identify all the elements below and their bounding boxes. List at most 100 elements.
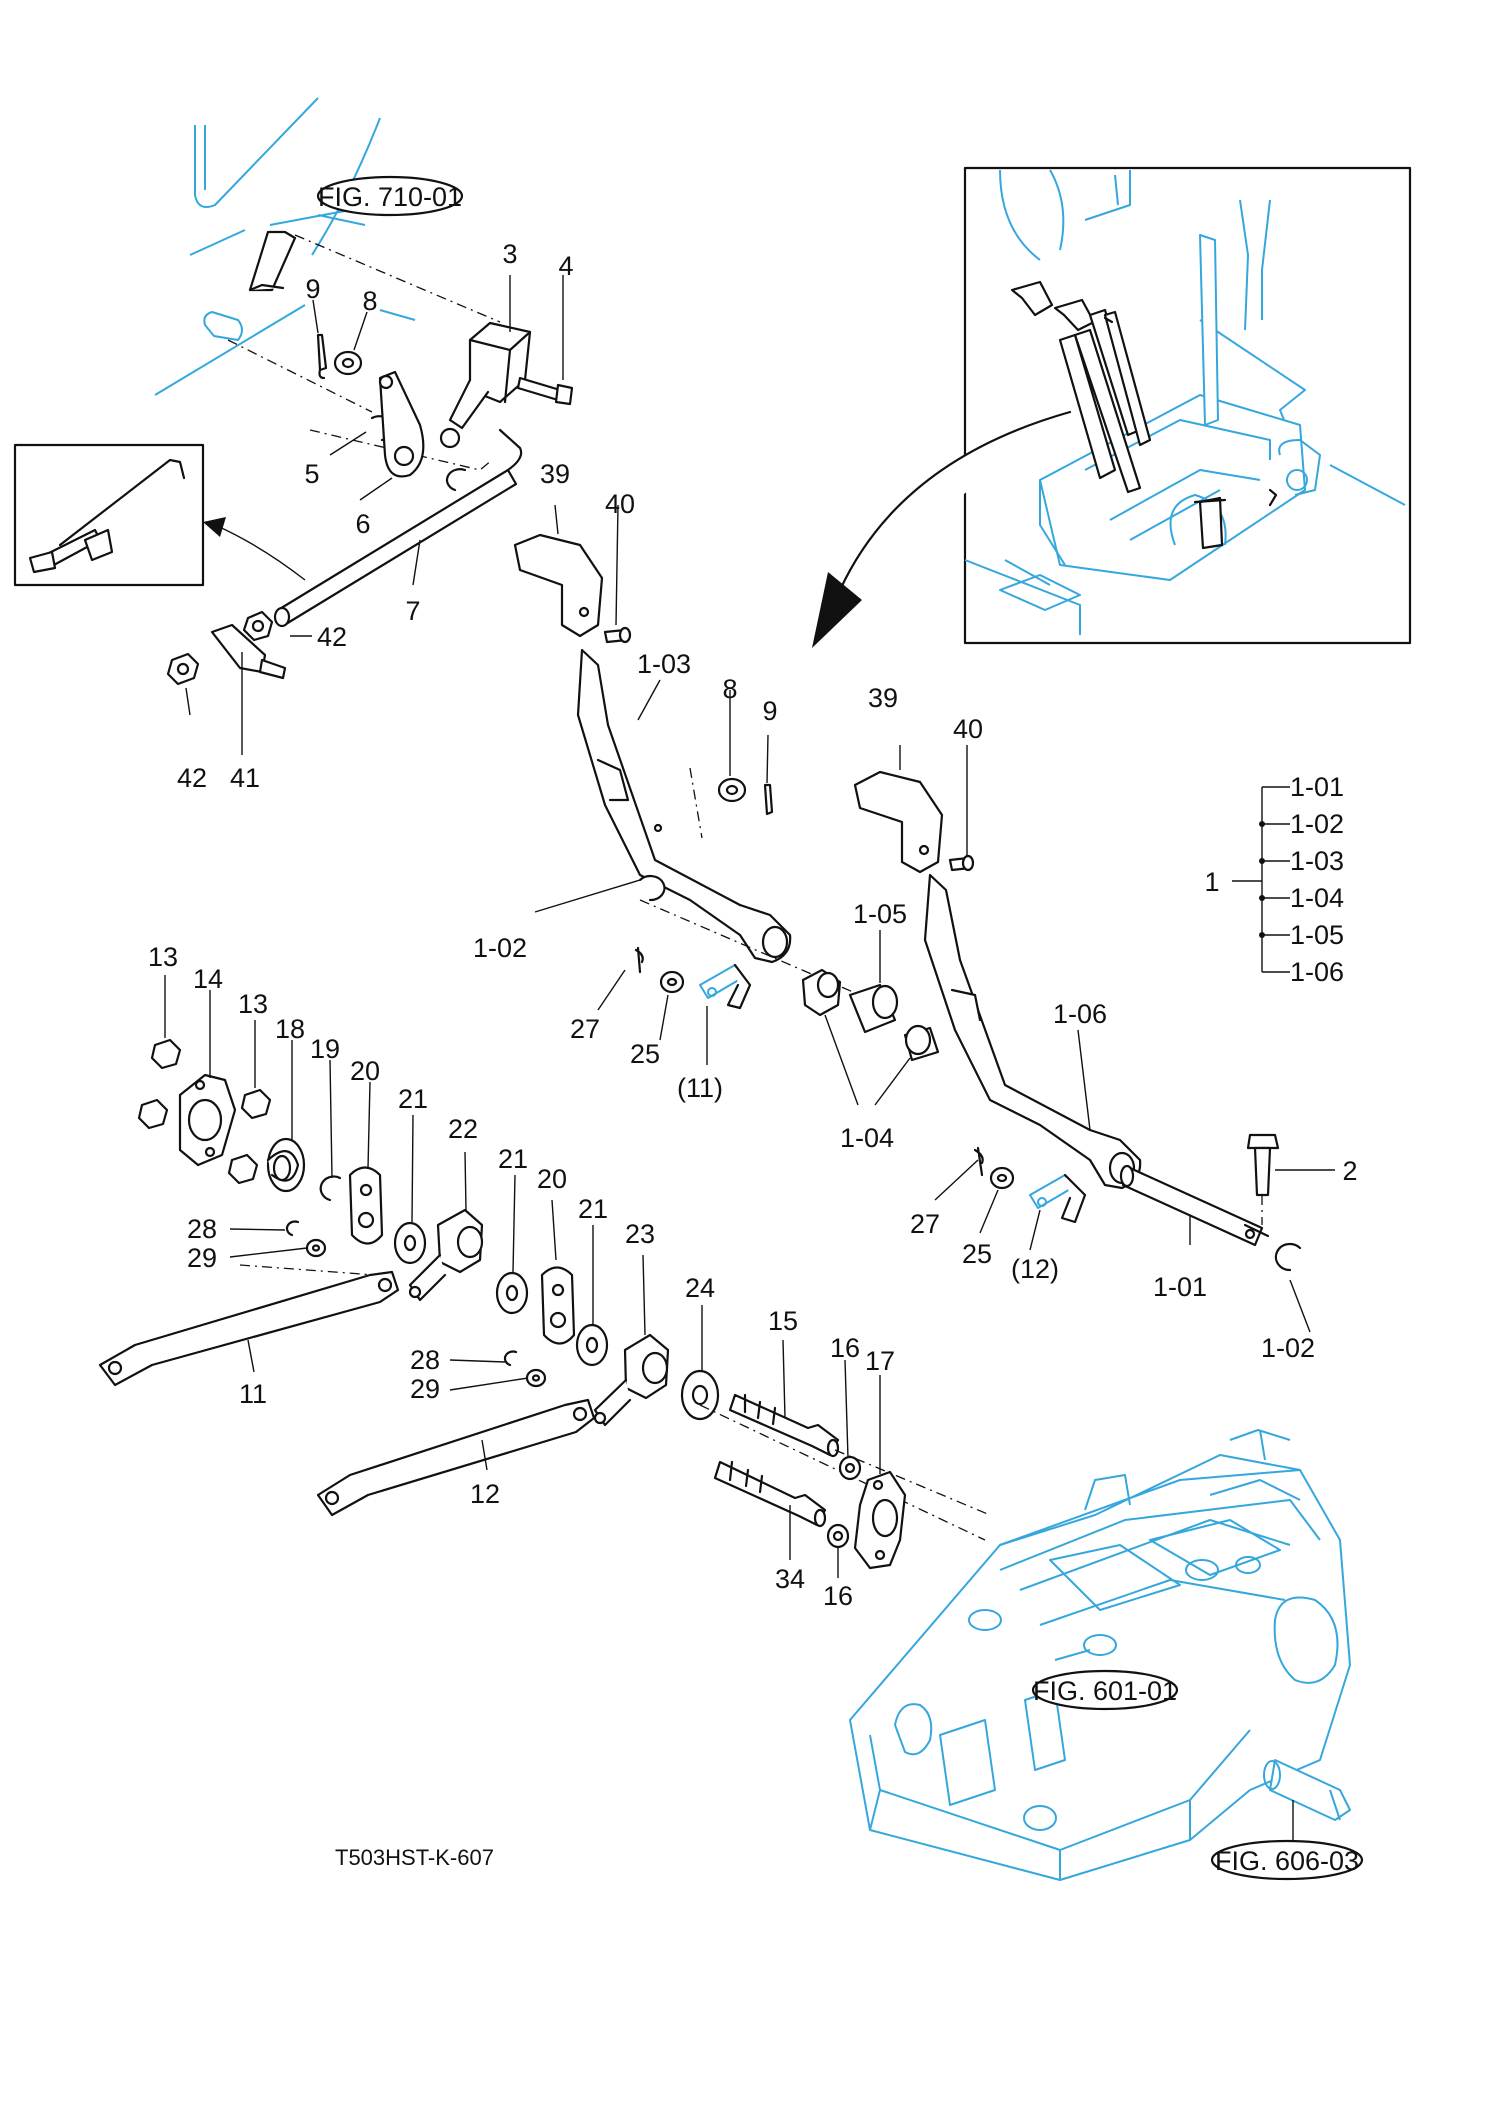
transmission-housing	[849, 1429, 1351, 1881]
guide-line	[309, 429, 493, 471]
callout-8: 8	[362, 286, 377, 316]
part-1-02-e-ring-b[interactable]	[1274, 1242, 1302, 1272]
part-25-washer-b[interactable]	[989, 1166, 1015, 1190]
figure-code: T503HST-K-607	[335, 1845, 494, 1870]
callout-25: 25	[962, 1239, 992, 1269]
part-27-pin-b[interactable]	[973, 1146, 984, 1177]
callout-42: 42	[177, 763, 207, 793]
part-42-nut-b[interactable]	[166, 652, 200, 686]
part-20-plate-b[interactable]	[540, 1266, 576, 1345]
figure-ref-606[interactable]: FIG. 606-03	[1210, 1800, 1364, 1881]
part-17-plate[interactable]	[853, 1470, 907, 1570]
part-40-screw-a[interactable]	[603, 626, 632, 644]
part-1-06-lever[interactable]	[923, 873, 1142, 1190]
part-1-02-e-ring-a[interactable]	[638, 874, 666, 902]
part-21-washer-b[interactable]	[495, 1271, 529, 1315]
callout-14: 14	[193, 964, 223, 994]
part-28-ring-a[interactable]	[285, 1220, 300, 1237]
part-20-plate-a[interactable]	[348, 1166, 384, 1245]
assembly-sub-1-04: 1-04	[1290, 883, 1344, 913]
part-9-cotter-pin-b[interactable]	[763, 783, 774, 816]
callout-39: 39	[540, 459, 570, 489]
part-34-shaft[interactable]	[713, 1460, 827, 1528]
part-25-washer-a[interactable]	[659, 970, 685, 994]
part-12-link[interactable]	[316, 1398, 596, 1517]
part-6-cam[interactable]	[378, 370, 425, 478]
part-12-link-ref[interactable]	[1029, 1173, 1087, 1224]
callout-40: 40	[605, 489, 635, 519]
part-3-switch[interactable]	[439, 321, 532, 449]
part-42-nut-a[interactable]	[242, 610, 274, 642]
part-1-04-bushing-a[interactable]	[801, 968, 842, 1017]
part-1-01-shaft[interactable]	[1119, 1164, 1270, 1247]
part-21-washer-a[interactable]	[393, 1221, 427, 1265]
callout-39: 39	[868, 683, 898, 713]
callout-18: 18	[275, 1014, 305, 1044]
part-2-bolt[interactable]	[1246, 1133, 1280, 1197]
callout-34: 34	[775, 1564, 805, 1594]
assembly-main-label: 1	[1204, 867, 1219, 897]
callout-15: 15	[768, 1306, 798, 1336]
callout-1-06: 1-06	[1053, 999, 1107, 1029]
callout-27: 27	[570, 1014, 600, 1044]
part-16-washer-a[interactable]	[838, 1455, 862, 1481]
part-11-link-ref[interactable]	[699, 963, 752, 1010]
svg-text:FIG. 710-01: FIG. 710-01	[318, 182, 462, 212]
part-7-rod[interactable]	[273, 428, 523, 628]
callout-1-04: 1-04	[840, 1123, 894, 1153]
part-19-e-ring[interactable]	[319, 1175, 342, 1202]
guide-line	[227, 339, 373, 413]
assembly-sub-1-05: 1-05	[1290, 920, 1344, 950]
callout-7: 7	[405, 596, 420, 626]
part-28-ring-b[interactable]	[503, 1350, 518, 1367]
part-14-plate[interactable]	[178, 1073, 237, 1167]
part-18-spring[interactable]	[266, 1137, 306, 1193]
callout-6: 6	[355, 509, 370, 539]
part-9-cotter-pin[interactable]	[316, 333, 328, 380]
callout-28: 28	[410, 1345, 440, 1375]
part-8-washer[interactable]	[333, 350, 363, 376]
part-4-bolt[interactable]	[516, 376, 574, 406]
callout-1-03: 1-03	[637, 649, 691, 679]
part-8-washer-b[interactable]	[717, 777, 747, 803]
part-39-grip-b[interactable]	[853, 770, 944, 874]
part-21-washer-c[interactable]	[575, 1323, 609, 1367]
guide-line	[834, 1449, 991, 1516]
location-arrow	[812, 410, 1072, 648]
figure-ref-601[interactable]: FIG. 601-01	[1031, 1669, 1179, 1711]
callout-29: 29	[187, 1243, 217, 1273]
part-23-arm[interactable]	[593, 1333, 670, 1427]
callout-11-ref: (11)	[677, 1073, 723, 1103]
callout-24: 24	[685, 1273, 715, 1303]
callout-13: 13	[238, 989, 268, 1019]
assembly-sub-1-02: 1-02	[1290, 809, 1344, 839]
part-22-arm[interactable]	[408, 1208, 484, 1302]
part-29-washer-a[interactable]	[305, 1238, 327, 1258]
figure-ref-710[interactable]: FIG. 710-01	[316, 175, 464, 217]
callout-29: 29	[410, 1374, 440, 1404]
part-1-04-bushing-b[interactable]	[903, 1024, 940, 1062]
callout-9: 9	[305, 274, 320, 304]
part-13-nuts[interactable]	[137, 1038, 272, 1185]
callout-3: 3	[502, 239, 517, 269]
part-29-washer-b[interactable]	[525, 1368, 547, 1388]
guide-line	[689, 767, 703, 839]
part-15-shaft[interactable]	[728, 1393, 840, 1458]
svg-text:FIG. 601-01: FIG. 601-01	[1033, 1676, 1177, 1706]
part-1-03-lever[interactable]	[576, 648, 792, 964]
callout-12: 12	[470, 1479, 500, 1509]
part-41-clevis[interactable]	[210, 623, 287, 680]
callout-1-05: 1-05	[853, 899, 907, 929]
e-ring-small	[445, 468, 467, 492]
part-16-washer-b[interactable]	[826, 1523, 850, 1549]
part-24-washer[interactable]	[680, 1369, 720, 1421]
part-1-05-collar[interactable]	[848, 983, 899, 1034]
callout-5: 5	[304, 459, 319, 489]
part-27-pin-a[interactable]	[634, 946, 644, 974]
part-39-grip-a[interactable]	[513, 533, 604, 638]
callout-13: 13	[148, 942, 178, 972]
part-40-screw-b[interactable]	[948, 854, 975, 872]
part-11-link[interactable]	[98, 1270, 400, 1387]
callout-21: 21	[398, 1084, 428, 1114]
